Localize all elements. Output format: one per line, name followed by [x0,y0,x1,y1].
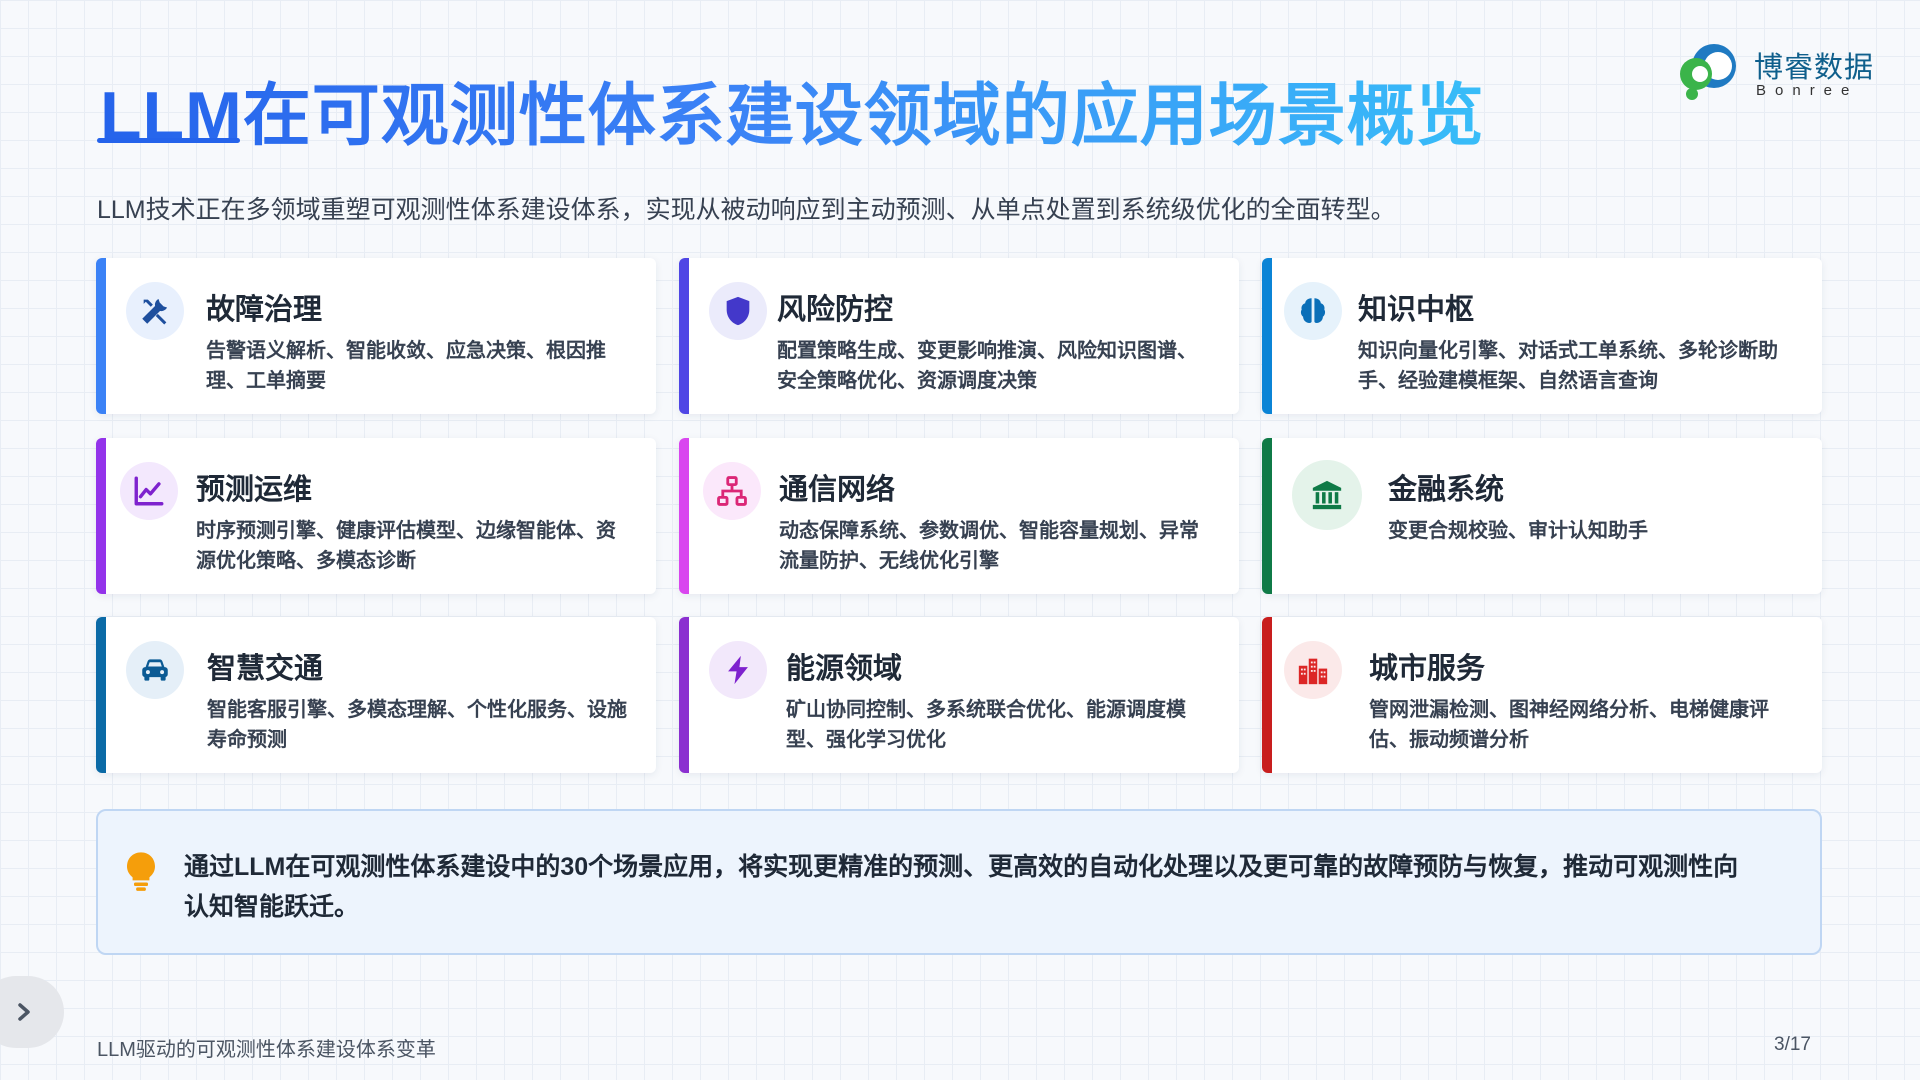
brand-logo: 博睿数据 Bonree [1678,36,1878,106]
card-risk-control: 风险防控 配置策略生成、变更影响推演、风险知识图谱、安全策略优化、资源调度决策 [679,258,1239,414]
card-title: 风险防控 [777,294,894,326]
logo-text-en: Bonree [1756,82,1859,99]
card-predictive-ops: 预测运维 时序预测引擎、健康评估模型、边缘智能体、资源优化策略、多模态诊断 [96,438,656,594]
lightbulb-icon [127,852,155,891]
card-city-services: 城市服务 管网泄漏检测、图神经网络分析、电梯健康评估、振动频谱分析 [1262,617,1822,773]
card-accent-bar [96,617,106,773]
car-icon [142,659,168,681]
page-subtitle: LLM技术正在多领域重塑可观测性体系建设体系，实现从被动响应到主动预测、从单点处… [97,196,1396,224]
card-fault-governance: 故障治理 告警语义解析、智能收敛、应急决策、根因推理、工单摘要 [96,258,656,414]
card-description: 动态保障系统、参数调优、智能容量规划、异常流量防护、无线优化引擎 [779,520,1199,572]
card-icon-badge [703,462,761,520]
card-title: 通信网络 [779,474,896,506]
bolt-icon [728,655,748,685]
card-title: 故障治理 [206,294,323,326]
footer-deck-title: LLM驱动的可观测性体系建设体系变革 [97,1039,436,1061]
card-knowledge-hub: 知识中枢 知识向量化引擎、对话式工单系统、多轮诊断助手、经验建模框架、自然语言查… [1262,258,1822,414]
card-icon-badge [1292,460,1362,530]
card-icon-badge [709,282,767,340]
title-underline [97,138,240,143]
card-icon-badge [1284,641,1342,699]
card-accent-bar [679,617,689,773]
callout-text: 通过LLM在可观测性体系建设中的30个场景应用，将实现更精准的预测、更高效的自动… [184,853,1739,921]
card-accent-bar [96,438,106,594]
chart-line-icon [134,476,164,506]
card-icon-badge [1284,282,1342,340]
card-description: 知识向量化引擎、对话式工单系统、多轮诊断助手、经验建模框架、自然语言查询 [1358,340,1778,392]
card-accent-bar [96,258,106,414]
summary-callout: 通过LLM在可观测性体系建设中的30个场景应用，将实现更精准的预测、更高效的自动… [96,809,1822,955]
bonree-logo-icon [1680,44,1736,100]
card-description: 时序预测引擎、健康评估模型、边缘智能体、资源优化策略、多模态诊断 [196,520,616,572]
page-title: LLM在可观测性体系建设领域的应用场景概览 [100,60,1485,159]
shield-icon [726,296,750,326]
next-slide-tab[interactable] [0,976,64,1048]
card-description: 变更合规校验、审计认知助手 [1388,520,1648,542]
card-icon-badge [709,641,767,699]
card-accent-bar [1262,258,1272,414]
card-icon-badge [126,641,184,699]
chevron-right-icon[interactable] [14,1001,34,1023]
card-telecom-network: 通信网络 动态保障系统、参数调优、智能容量规划、异常流量防护、无线优化引擎 [679,438,1239,594]
bank-icon [1312,480,1342,510]
page-number: 3/17 [1774,1034,1811,1055]
card-description: 智能客服引擎、多模态理解、个性化服务、设施寿命预测 [207,699,627,751]
network-icon [717,476,747,506]
card-description: 配置策略生成、变更影响推演、风险知识图谱、安全策略优化、资源调度决策 [777,340,1197,392]
tools-icon [142,298,168,325]
card-icon-badge [126,282,184,340]
card-title: 金融系统 [1388,474,1505,506]
card-icon-badge [120,462,178,520]
card-smart-transport: 智慧交通 智能客服引擎、多模态理解、个性化服务、设施寿命预测 [96,617,656,773]
logo-text-cn: 博睿数据 [1754,52,1875,84]
card-accent-bar [679,258,689,414]
card-title: 知识中枢 [1358,294,1475,326]
card-financial-system: 金融系统 变更合规校验、审计认知助手 [1262,438,1822,594]
card-description: 告警语义解析、智能收敛、应急决策、根因推理、工单摘要 [206,340,606,392]
card-accent-bar [679,438,689,594]
card-title: 预测运维 [196,474,313,506]
card-title: 智慧交通 [207,653,324,685]
card-accent-bar [1262,617,1272,773]
card-title: 城市服务 [1369,653,1486,685]
card-title: 能源领域 [786,653,903,685]
brain-icon [1300,298,1326,324]
card-description: 管网泄漏检测、图神经网络分析、电梯健康评估、振动频谱分析 [1369,699,1769,751]
building-icon [1298,658,1328,685]
card-energy: 能源领域 矿山协同控制、多系统联合优化、能源调度模型、强化学习优化 [679,617,1239,773]
card-accent-bar [1262,438,1272,594]
card-description: 矿山协同控制、多系统联合优化、能源调度模型、强化学习优化 [786,699,1186,751]
